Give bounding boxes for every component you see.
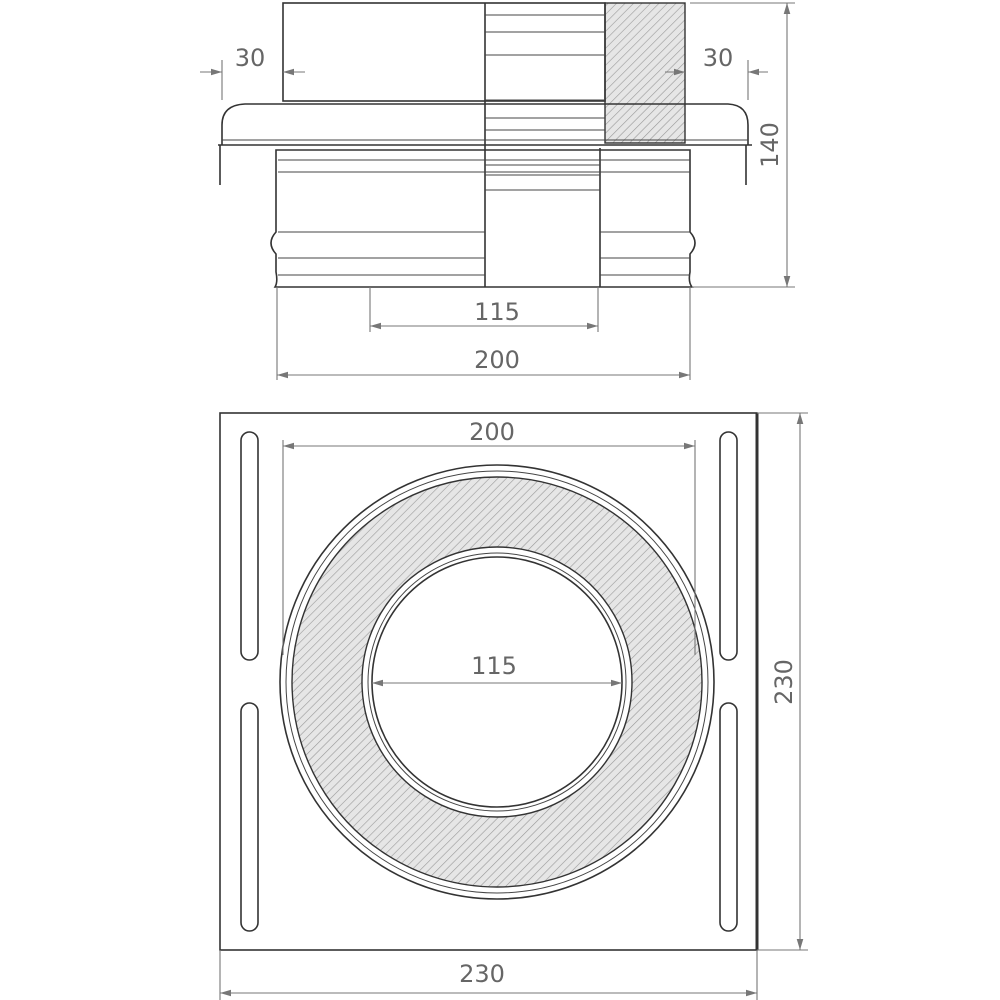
ext-line (219, 412, 808, 1000)
slot (240, 702, 259, 932)
ext-line (276, 287, 691, 380)
slot (719, 702, 738, 932)
ext-line (690, 2, 795, 288)
upper-pipe (282, 2, 606, 102)
dim-plate-height: 230 (770, 659, 798, 705)
dim-plate-width: 230 (459, 960, 505, 988)
insulation-section-upper (604, 2, 686, 144)
dim-inner-diameter: 115 (474, 298, 520, 326)
dim-flange-left: 30 (235, 44, 266, 72)
slot (719, 431, 738, 661)
ext-line (282, 440, 696, 655)
mounting-slots (240, 431, 738, 932)
flange-tabs (219, 145, 747, 185)
top-view: 200 115 230 230 (219, 412, 808, 1000)
lower-bands (278, 159, 690, 276)
lower-pipe (270, 149, 696, 288)
outer-circle-2 (285, 470, 709, 894)
side-view: 30 30 140 115 200 (200, 2, 795, 380)
upper-bands (485, 14, 605, 131)
insulation-ring (291, 476, 703, 888)
flange (221, 103, 749, 145)
outer-flange-circle (279, 464, 715, 900)
inner-bore (371, 556, 623, 808)
slot (240, 431, 259, 661)
dim-outer-diameter: 200 (474, 346, 520, 374)
dim-height: 140 (756, 122, 784, 168)
inner-circle-2 (367, 552, 627, 812)
dim-flange-right: 30 (703, 44, 734, 72)
dim-top-outer-diameter: 200 (469, 418, 515, 446)
dim-top-inner-diameter: 115 (471, 652, 517, 680)
